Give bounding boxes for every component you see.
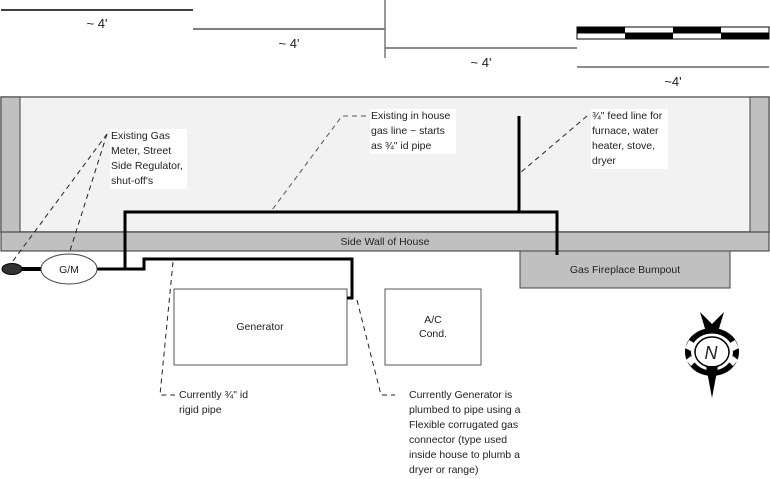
leader-feed-line	[519, 115, 588, 174]
dimension-label-3: ~ 4'	[471, 55, 492, 70]
side-wall-label: Side Wall of House	[341, 236, 430, 248]
gas-meter	[40, 253, 98, 285]
street-connection	[1, 263, 23, 275]
scale-dimensions: ~ 4' ~ 4' ~ 4' ~4'	[1, 0, 769, 89]
fireplace-bumpout-label: Gas Fireplace Bumpout	[570, 264, 680, 276]
leader-meter-to-gm	[68, 133, 108, 255]
generator-rigid-pipe	[125, 257, 354, 300]
leader-meter-to-street	[9, 133, 108, 266]
ac-label-line2: Cond.	[419, 328, 447, 340]
compass-north-label: N	[705, 343, 719, 363]
ac-label-line1: A/C	[424, 314, 442, 326]
compass-icon: N	[685, 312, 739, 398]
left-wall	[0, 96, 21, 233]
in-house-gas-line	[96, 210, 559, 271]
generator-label: Generator	[236, 321, 284, 333]
callout-leaders	[9, 115, 588, 396]
callout-feed-line: ¾" feed line for furnace, water heater, …	[591, 109, 668, 169]
leader-rigid-pipe	[159, 261, 175, 396]
side-wall	[0, 231, 770, 252]
callout-in-house-line: Existing in house gas line ~ starts as ¾…	[370, 109, 456, 154]
callout-rigid-pipe: Currently ¾" id rigid pipe	[179, 389, 249, 416]
callout-gas-meter: Existing Gas Meter, Street Side Regulato…	[110, 129, 187, 189]
equipment: Generator A/C Cond.	[173, 288, 482, 366]
callout-flex-connector: Currently Generator is plumbed to pipe u…	[409, 389, 521, 476]
dimension-label-2: ~ 4'	[279, 36, 300, 51]
leader-in-house-line	[271, 115, 366, 211]
dimension-label-1: ~ 4'	[87, 16, 108, 31]
generator	[173, 288, 348, 366]
right-wall	[749, 96, 770, 233]
dimension-label-4: ~4'	[664, 74, 681, 89]
fireplace-bumpout	[519, 250, 731, 289]
gas-pipes	[12, 116, 559, 300]
ac-condenser	[384, 288, 482, 366]
scale-bar	[576, 26, 770, 40]
gas-meter-label: G/M	[59, 264, 79, 276]
